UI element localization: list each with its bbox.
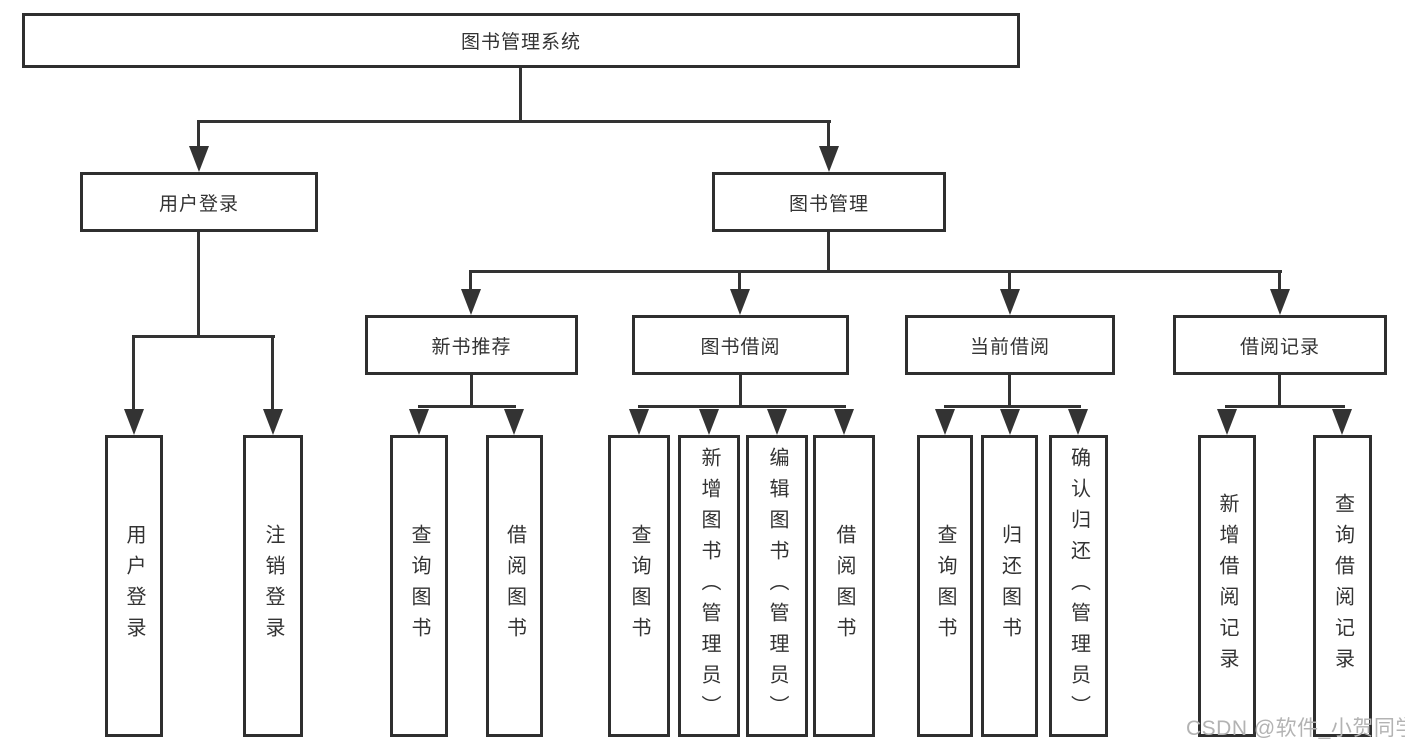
leaf-label: 编辑图书（管理员）	[766, 446, 788, 726]
leaf-label: 查询图书	[408, 524, 430, 648]
arrow-down-icon	[834, 409, 854, 435]
leaf-label: 借阅图书	[503, 524, 526, 648]
node-leaf-add-book-admin: 新增图书（管理员）	[678, 435, 740, 737]
node-user-login: 用户登录	[80, 172, 318, 232]
arrow-down-icon	[1270, 289, 1290, 315]
csdn-watermark: CSDN @软件_小贺同学	[1186, 717, 1405, 740]
connector-stem	[271, 335, 274, 413]
node-book-borrowing: 图书借阅	[632, 315, 849, 375]
connector-root-hline	[198, 120, 831, 123]
connector-records-trunk	[1278, 375, 1281, 405]
connector-recommend-hline	[418, 405, 516, 408]
arrow-down-icon	[1068, 409, 1088, 435]
node-leaf-user-login: 用户登录	[105, 435, 163, 737]
arrow-down-icon	[935, 409, 955, 435]
leaf-label: 查询借阅记录	[1331, 493, 1354, 679]
arrow-down-icon	[461, 289, 481, 315]
connector-userlogin-hline	[133, 335, 275, 338]
arrow-down-icon	[1000, 409, 1020, 435]
node-leaf-borrow-book-borrowing: 借阅图书	[813, 435, 875, 737]
connector-records-hline	[1225, 405, 1345, 408]
connector-userlogin-trunk	[197, 232, 200, 335]
connector-root-trunk	[519, 68, 522, 120]
connector-recommend-trunk	[470, 375, 473, 405]
leaf-label: 注销登录	[262, 524, 284, 648]
node-current-borrowing: 当前借阅	[905, 315, 1115, 375]
leaf-label: 查询图书	[934, 524, 956, 648]
leaf-label: 归还图书	[998, 524, 1021, 648]
connector-bookmgmt-trunk	[827, 232, 830, 270]
connector-current-hline	[944, 405, 1081, 408]
node-leaf-query-book-current: 查询图书	[917, 435, 973, 737]
arrow-down-icon	[767, 409, 787, 435]
connector-stem	[469, 270, 472, 292]
connector-stem	[1278, 270, 1281, 292]
arrow-down-icon	[189, 146, 209, 172]
node-new-book-recommend: 新书推荐	[365, 315, 578, 375]
node-leaf-borrow-book-recommend: 借阅图书	[486, 435, 543, 737]
node-borrowing-records: 借阅记录	[1173, 315, 1387, 375]
arrow-down-icon	[629, 409, 649, 435]
node-library-system: 图书管理系统	[22, 13, 1020, 68]
connector-borrowing-hline	[638, 405, 846, 408]
leaf-label: 借阅图书	[833, 524, 855, 648]
node-leaf-return-book: 归还图书	[981, 435, 1038, 737]
arrow-down-icon	[124, 409, 144, 435]
connector-borrowing-trunk	[739, 375, 742, 405]
connector-stem	[197, 120, 200, 150]
arrow-down-icon	[263, 409, 283, 435]
arrow-down-icon	[504, 409, 524, 435]
leaf-label: 确认归还（管理员）	[1067, 446, 1090, 726]
leaf-label: 新增图书（管理员）	[698, 446, 720, 726]
node-leaf-logout: 注销登录	[243, 435, 303, 737]
leaf-label: 查询图书	[628, 524, 650, 648]
connector-stem	[1008, 270, 1011, 292]
node-leaf-edit-book-admin: 编辑图书（管理员）	[746, 435, 808, 737]
node-leaf-query-book-borrowing: 查询图书	[608, 435, 670, 737]
node-leaf-add-borrow-record: 新增借阅记录	[1198, 435, 1256, 737]
node-leaf-query-book-recommend: 查询图书	[390, 435, 448, 737]
arrow-down-icon	[730, 289, 750, 315]
node-leaf-confirm-return-admin: 确认归还（管理员）	[1049, 435, 1108, 737]
arrow-down-icon	[1000, 289, 1020, 315]
arrow-down-icon	[699, 409, 719, 435]
connector-bookmgmt-hline	[470, 270, 1282, 273]
connector-stem	[738, 270, 741, 292]
node-leaf-query-borrow-record: 查询借阅记录	[1313, 435, 1372, 737]
arrow-down-icon	[1217, 409, 1237, 435]
connector-stem	[827, 120, 830, 150]
arrow-down-icon	[819, 146, 839, 172]
leaf-label: 新增借阅记录	[1216, 493, 1238, 679]
connector-current-trunk	[1008, 375, 1011, 405]
arrow-down-icon	[1332, 409, 1352, 435]
arrow-down-icon	[409, 409, 429, 435]
connector-stem	[132, 335, 135, 413]
node-book-management: 图书管理	[712, 172, 946, 232]
leaf-label: 用户登录	[123, 524, 145, 648]
